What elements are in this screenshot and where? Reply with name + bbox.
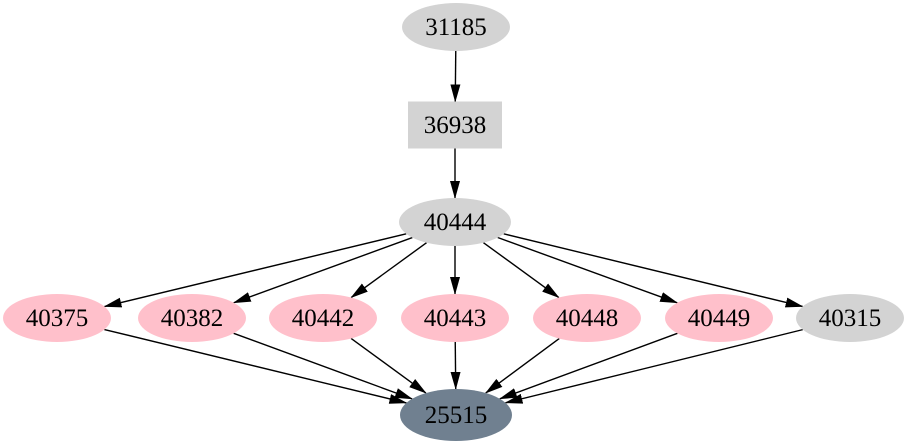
node-40315-shape [796, 294, 904, 342]
edge-31185-36938 [450, 50, 461, 103]
edge-40444-40449 [497, 236, 679, 304]
node-25515-shape [400, 389, 512, 441]
node-40375-shape [3, 294, 111, 342]
node-40382-label: 40382 [161, 305, 224, 332]
node-40449-label: 40449 [688, 305, 751, 332]
edge-40444-40448 [483, 242, 560, 299]
node-40444-label: 40444 [424, 209, 487, 236]
node-40382: 40382 [138, 294, 246, 342]
node-40315: 40315 [796, 294, 904, 342]
node-40448-label: 40448 [556, 305, 619, 332]
node-40444-shape [399, 198, 511, 246]
node-40375: 40375 [3, 294, 111, 342]
node-25515-label: 25515 [425, 402, 488, 429]
node-36938-label: 36938 [424, 112, 487, 139]
edge-40442-25515 [350, 337, 427, 394]
node-36938-shape [408, 101, 502, 149]
nodes-layer: 31185 36938 40444 40375 40382 40442 40443 40448… [3, 3, 904, 441]
edge-40375-25515 [104, 328, 408, 404]
node-40448: 40448 [533, 294, 641, 342]
node-40442-shape [269, 294, 377, 342]
node-31185-label: 31185 [425, 14, 487, 41]
edge-40444-40442 [350, 242, 427, 299]
edge-40444-40382 [232, 236, 413, 304]
node-40444: 40444 [399, 198, 511, 246]
node-40443-shape [401, 294, 509, 342]
node-40443-label: 40443 [424, 305, 487, 332]
node-25515: 25515 [400, 389, 512, 441]
node-31185: 31185 [402, 3, 510, 51]
node-40442-label: 40442 [292, 305, 355, 332]
edge-40315-25515 [504, 328, 803, 404]
edges-layer [103, 50, 804, 404]
edge-40444-40375 [103, 233, 407, 308]
node-40375-label: 40375 [26, 305, 89, 332]
node-40442: 40442 [269, 294, 377, 342]
node-40449-shape [665, 294, 773, 342]
node-40443: 40443 [401, 294, 509, 342]
node-40382-shape [138, 294, 246, 342]
edge-40448-25515 [484, 338, 560, 394]
node-31185-shape [402, 3, 510, 51]
node-40448-shape [533, 294, 641, 342]
node-36938: 36938 [408, 101, 502, 149]
edge-40444-40315 [503, 233, 804, 308]
node-40315-label: 40315 [819, 305, 882, 332]
node-40449: 40449 [665, 294, 773, 342]
edge-40449-25515 [498, 332, 678, 400]
edge-40382-25515 [233, 332, 414, 400]
